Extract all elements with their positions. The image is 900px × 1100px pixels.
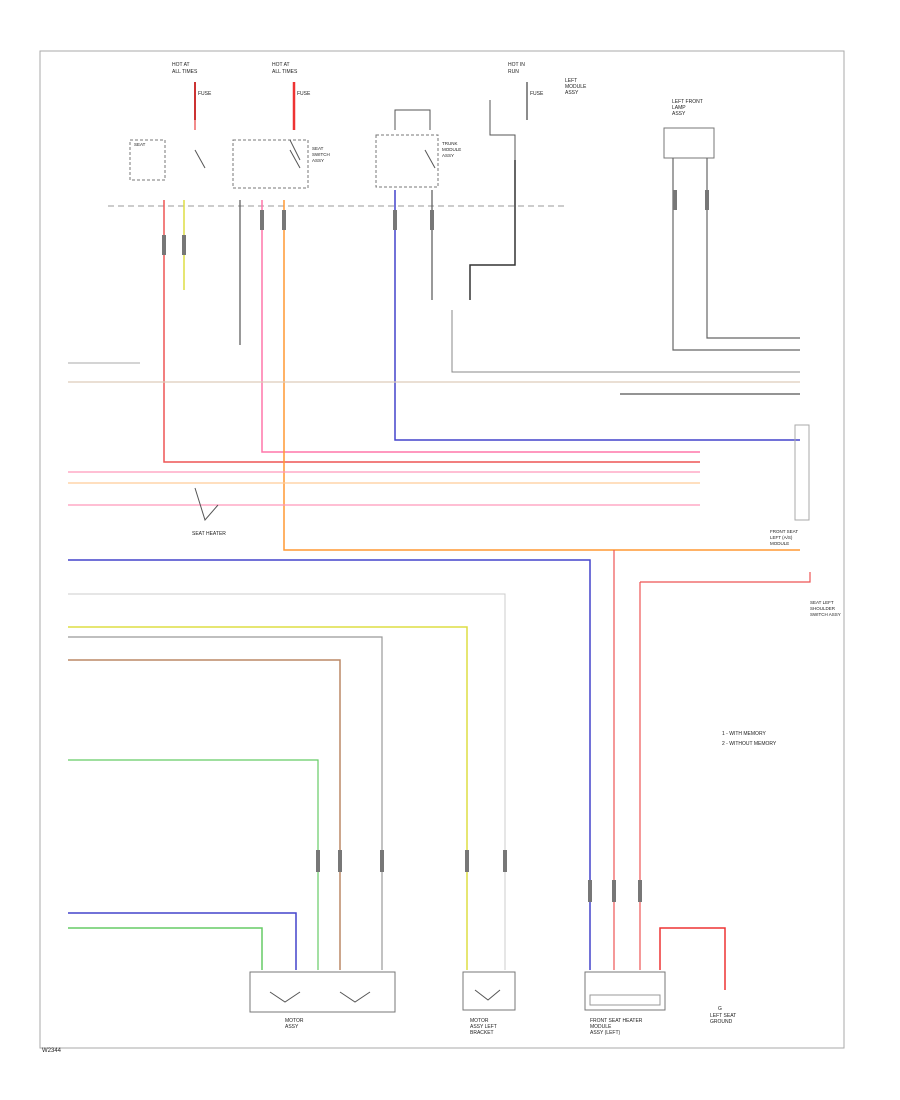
svg-text:FRONT SEAT: FRONT SEAT — [770, 529, 798, 534]
svg-text:ALL TIMES: ALL TIMES — [272, 69, 298, 75]
svg-text:ASSY: ASSY — [442, 153, 454, 158]
svg-text:SWITCH ASSY: SWITCH ASSY — [810, 612, 841, 617]
svg-text:SEAT LEFT: SEAT LEFT — [810, 600, 834, 605]
fuse-label-2: HOT AT ALL TIMES FUSE — [272, 62, 311, 97]
wire-red-1 — [163, 200, 700, 463]
svg-text:ASSY LEFT: ASSY LEFT — [470, 1024, 497, 1030]
motor-assy-box: MOTOR ASSY — [249, 971, 396, 1030]
wire-red-2 — [640, 572, 811, 583]
wire-orange-1 — [283, 200, 800, 551]
svg-text:GROUND: GROUND — [710, 1019, 733, 1025]
svg-text:FRONT SEAT HEATER: FRONT SEAT HEATER — [590, 1018, 643, 1024]
wire-lamp-2 — [706, 158, 800, 339]
seat-heater-switch: SEAT HEATER — [192, 487, 226, 537]
wire-gray-1 — [451, 310, 800, 373]
svg-text:MODULE: MODULE — [770, 541, 789, 546]
wire-red-ground — [659, 927, 726, 990]
svg-text:SHOULDER: SHOULDER — [810, 606, 836, 611]
wire-blue-1 — [394, 190, 800, 441]
wire-brown-bus — [68, 659, 341, 970]
connector-markers — [162, 190, 709, 902]
svg-text:SWITCH: SWITCH — [312, 152, 330, 157]
wire-blue-2 — [68, 912, 297, 970]
svg-text:LEFT: LEFT — [565, 78, 577, 84]
svg-text:LEFT (A/S): LEFT (A/S) — [770, 535, 793, 540]
svg-text:ASSY: ASSY — [312, 158, 324, 163]
front-seat-heater-box: FRONT SEAT HEATER MODULE ASSY (LEFT) — [584, 971, 666, 1036]
svg-text:ASSY: ASSY — [285, 1024, 299, 1030]
svg-text:2 - WITHOUT MEMORY: 2 - WITHOUT MEMORY — [722, 741, 777, 747]
svg-text:LEFT FRONT: LEFT FRONT — [672, 99, 703, 105]
svg-text:SEAT: SEAT — [312, 146, 324, 151]
fuse-label-3: HOT IN RUN FUSE — [508, 62, 544, 97]
svg-text:HOT IN: HOT IN — [508, 62, 525, 68]
trunk-module-box: TRUNK MODULE ASSY — [375, 134, 461, 188]
svg-text:G: G — [718, 1006, 722, 1012]
wire-blue-bus — [68, 559, 591, 970]
page-id: W2344 — [42, 1048, 62, 1054]
wire-gray-bus — [68, 636, 383, 970]
right-connector — [794, 424, 810, 521]
svg-text:FUSE: FUSE — [198, 91, 212, 97]
front-seat-left-label: FRONT SEAT LEFT (A/S) MODULE — [770, 529, 798, 546]
wire-black-3 — [469, 160, 516, 300]
wire-yellow-bus — [68, 626, 468, 970]
svg-text:LEFT SEAT: LEFT SEAT — [710, 1013, 736, 1019]
wire-white-bus — [68, 593, 506, 970]
svg-text:ASSY: ASSY — [565, 90, 579, 96]
ground-label: G LEFT SEAT GROUND — [710, 1006, 736, 1025]
svg-text:ASSY (LEFT): ASSY (LEFT) — [590, 1030, 621, 1036]
svg-text:HOT AT: HOT AT — [272, 62, 290, 68]
wire-pink-1 — [261, 200, 700, 453]
seat-left-shoulder-label: SEAT LEFT SHOULDER SWITCH ASSY — [810, 600, 841, 617]
svg-text:MODULE: MODULE — [590, 1024, 612, 1030]
svg-text:SEAT: SEAT — [134, 142, 146, 147]
svg-text:LAMP: LAMP — [672, 105, 686, 111]
switch-contacts — [194, 100, 516, 169]
wire-green-bus — [68, 759, 319, 970]
svg-text:BRACKET: BRACKET — [470, 1030, 494, 1036]
motor-assy-left-box: MOTOR ASSY LEFT BRACKET — [462, 971, 516, 1036]
seat-switch-box: SEAT SWITCH ASSY — [232, 139, 330, 189]
diagram-border — [39, 50, 845, 1049]
fuse-label-1: HOT AT ALL TIMES FUSE — [172, 62, 212, 97]
legend: 1 - WITH MEMORY 2 - WITHOUT MEMORY — [722, 731, 777, 747]
wire-green-2 — [68, 927, 263, 970]
svg-text:TRUNK: TRUNK — [442, 141, 458, 146]
svg-text:RUN: RUN — [508, 69, 519, 75]
svg-text:FUSE: FUSE — [297, 91, 311, 97]
left-module-label: LEFT MODULE ASSY — [565, 78, 587, 96]
svg-text:1 - WITH MEMORY: 1 - WITH MEMORY — [722, 731, 766, 737]
svg-text:SEAT HEATER: SEAT HEATER — [192, 531, 226, 537]
left-front-lamp-box: LEFT FRONT LAMP ASSY — [663, 99, 715, 159]
svg-text:HOT AT: HOT AT — [172, 62, 190, 68]
seat-relay-box: SEAT — [129, 139, 166, 181]
wire-lamp-1 — [672, 158, 800, 351]
svg-text:MOTOR: MOTOR — [470, 1018, 489, 1024]
svg-text:MODULE: MODULE — [565, 84, 587, 90]
svg-text:MOTOR: MOTOR — [285, 1018, 304, 1024]
svg-text:ALL TIMES: ALL TIMES — [172, 69, 198, 75]
svg-text:ASSY: ASSY — [672, 111, 686, 117]
svg-text:MODULE: MODULE — [442, 147, 461, 152]
svg-text:FUSE: FUSE — [530, 91, 544, 97]
